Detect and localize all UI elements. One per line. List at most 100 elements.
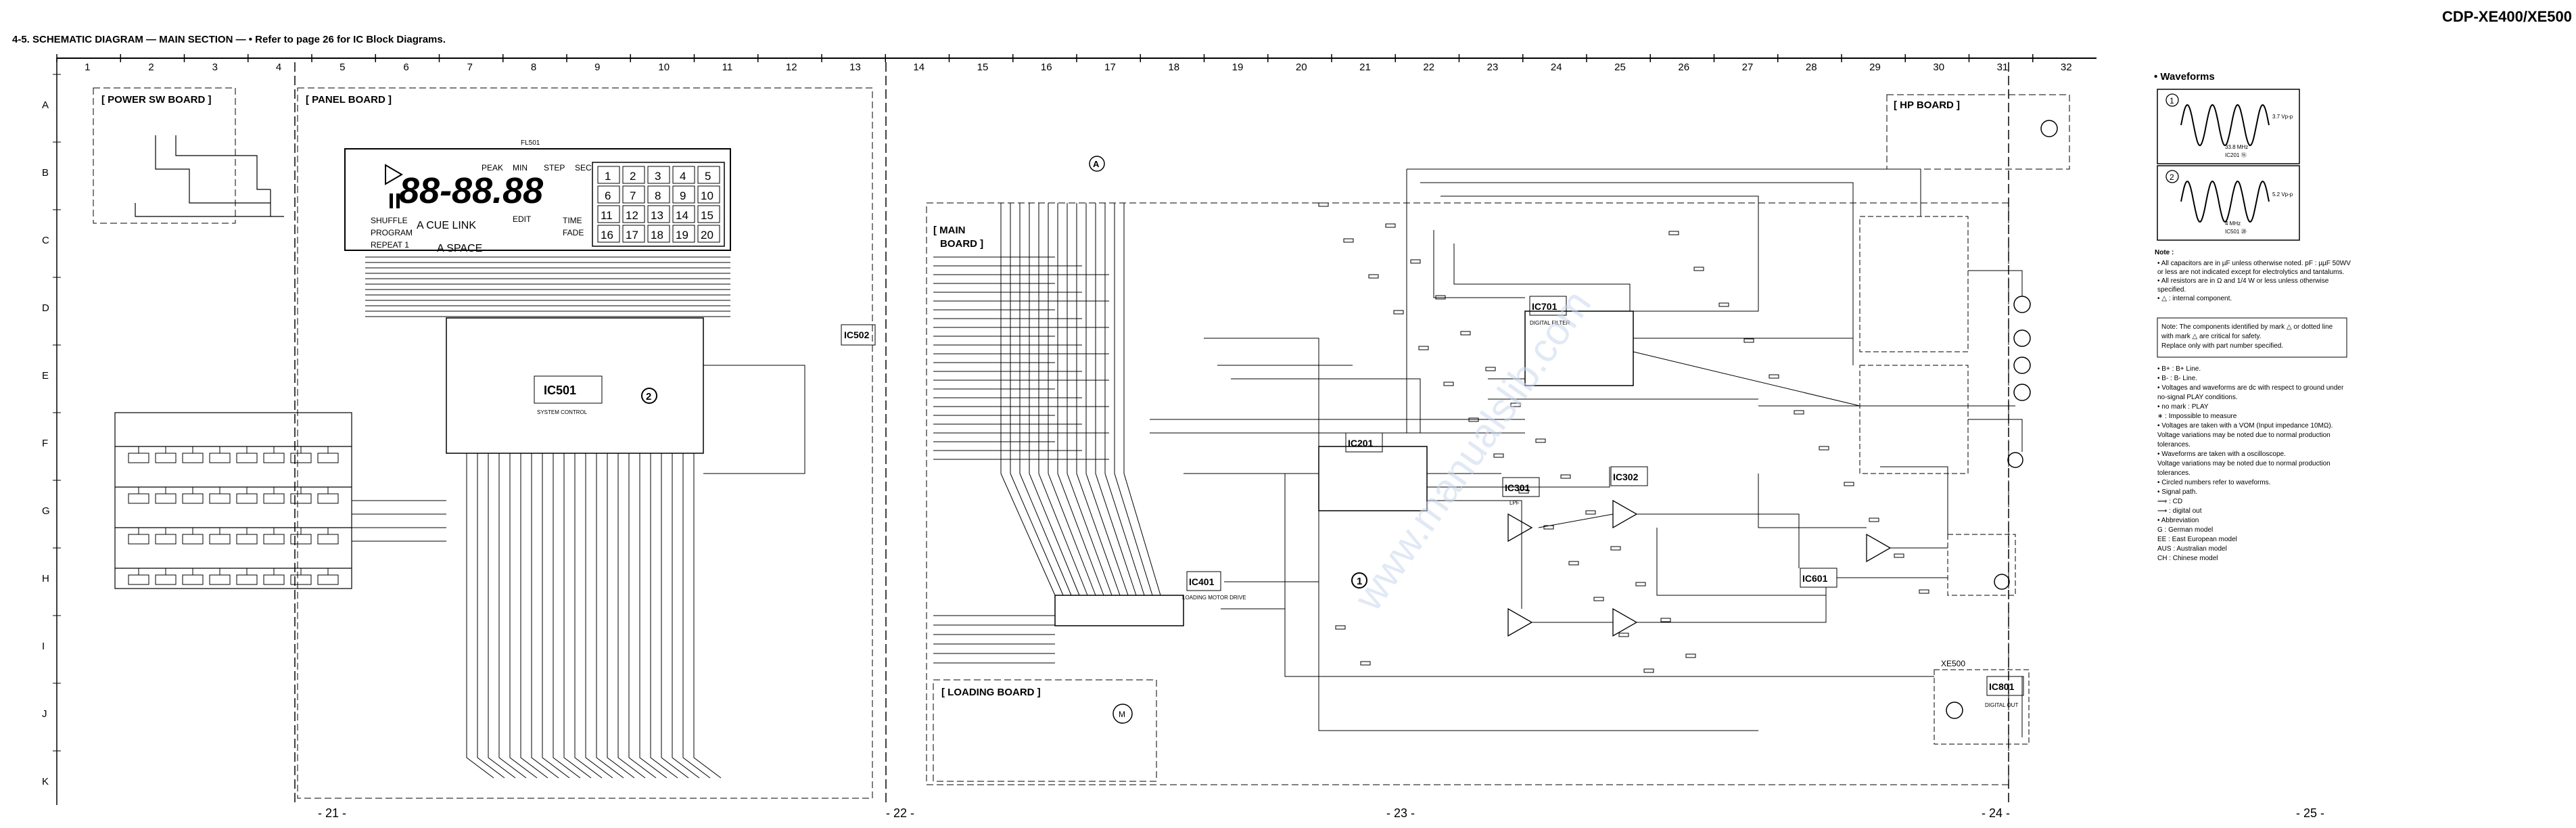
track-cell <box>597 225 620 243</box>
key-switch <box>209 534 231 545</box>
panel-bus-line <box>563 453 592 779</box>
ic701-chip <box>1529 296 1567 316</box>
ic502-label: IC502 <box>844 329 870 340</box>
track-number: 13 <box>651 209 663 222</box>
panel-bus-line <box>672 453 700 779</box>
column-label: 32 <box>2061 62 2072 73</box>
note-line: Voltage variations may be noted due to n… <box>2157 460 2331 467</box>
row-label: A <box>42 99 49 111</box>
key-switch <box>182 493 204 504</box>
panel-bus-line <box>628 453 657 779</box>
row-label: K <box>42 776 49 787</box>
column-label: 20 <box>1296 62 1307 73</box>
track-cell <box>672 205 695 223</box>
note-line: • Waveforms are taken with a oscilloscop… <box>2157 451 2286 458</box>
main-bus-line <box>1000 203 1056 596</box>
note-line: • All capacitors are in µF unless otherw… <box>2157 260 2351 267</box>
ic701-label: IC701 <box>1532 301 1558 312</box>
power-sw-wiring <box>135 135 284 217</box>
key-switch <box>317 534 339 545</box>
circuit-trace <box>1204 338 1319 433</box>
circuit-trace <box>1633 351 1860 407</box>
main-board <box>926 202 2009 785</box>
waveform-2-trace <box>2180 180 2270 223</box>
column-label: 15 <box>977 62 989 73</box>
component <box>1668 231 1679 235</box>
key-switch <box>263 534 285 545</box>
display-left-label: PROGRAM <box>371 228 413 237</box>
circuit-trace <box>1637 513 1800 568</box>
column-ticks <box>56 54 2034 62</box>
column-label: 22 <box>1423 62 1434 73</box>
column-label: 13 <box>849 62 861 73</box>
track-number: 7 <box>630 189 636 202</box>
track-number: 10 <box>701 189 713 202</box>
component <box>1335 625 1346 630</box>
key-switches <box>128 446 339 585</box>
key-switch <box>236 493 258 504</box>
hp-board-label: [ HP BOARD ] <box>1894 99 1960 111</box>
row-label: D <box>42 302 49 314</box>
note-line: specified. <box>2157 286 2186 294</box>
main-board-label-line1: [ MAIN <box>933 225 966 236</box>
track-cell <box>672 225 695 243</box>
note-line: G : German model <box>2157 526 2213 534</box>
component <box>1769 374 1779 379</box>
component <box>1794 410 1804 415</box>
component <box>1693 267 1704 271</box>
display-left-label: SHUFFLE <box>371 216 408 225</box>
track-number: 9 <box>680 189 686 202</box>
connector-marker-a <box>1089 156 1105 172</box>
track-cell <box>622 185 645 204</box>
key-switch <box>236 534 258 545</box>
page-title: 4-5. SCHEMATIC DIAGRAM — MAIN SECTION — … <box>12 34 446 45</box>
row-label: C <box>42 235 49 246</box>
key-switch <box>182 453 204 463</box>
circuit-trace <box>1420 182 1854 365</box>
column-label: 18 <box>1168 62 1179 73</box>
column-label: 23 <box>1487 62 1499 73</box>
display-top-label: MIN <box>513 163 528 172</box>
ic502-chip <box>841 324 876 346</box>
note-line: • Circled numbers refer to waveforms. <box>2157 479 2270 486</box>
ic302-chip <box>1610 466 1648 486</box>
display-top-label: PEAK <box>482 163 503 172</box>
panel-bus-line <box>509 453 538 779</box>
component <box>1819 446 1829 451</box>
main-bus-line <box>1104 203 1145 596</box>
panel-bus-line <box>650 453 678 779</box>
circuit-trace <box>1453 244 1631 311</box>
column-label: 10 <box>658 62 670 73</box>
component <box>1635 582 1646 586</box>
component <box>1618 632 1629 637</box>
column-label: 26 <box>1678 62 1689 73</box>
xe500-label: XE500 <box>1941 659 1965 668</box>
page-numbers: - 21 -- 22 -- 23 -- 24 -- 25 - <box>318 806 2324 820</box>
component <box>1368 274 1379 279</box>
track-cell <box>622 225 645 243</box>
note-line: ⟶ : digital out <box>2157 507 2202 515</box>
ic301-label: IC301 <box>1505 482 1530 493</box>
watermark: www.manualslib.com <box>1345 282 1600 619</box>
key-switch <box>236 574 258 585</box>
circuit-trace <box>1968 270 2023 296</box>
component <box>1894 553 1904 558</box>
key-switch <box>290 493 312 504</box>
page-number: - 23 - <box>1386 806 1415 820</box>
note-line: • Signal path. <box>2157 488 2197 496</box>
play-indicator-icon <box>385 164 403 185</box>
component <box>1393 310 1404 315</box>
row-label: I <box>42 641 45 652</box>
fl-display <box>344 148 731 251</box>
waveform-ref-2-num: 2 <box>646 391 651 402</box>
component <box>1343 238 1354 243</box>
panel-bus-line <box>661 453 689 779</box>
circuit-trace <box>1441 196 1759 312</box>
track-number: 18 <box>651 229 663 242</box>
notes-list-2: • B+ : B+ Line.• B- : B- Line.• Voltages… <box>2157 365 2344 562</box>
component <box>1660 618 1671 622</box>
circuit-trace <box>1427 500 1522 609</box>
